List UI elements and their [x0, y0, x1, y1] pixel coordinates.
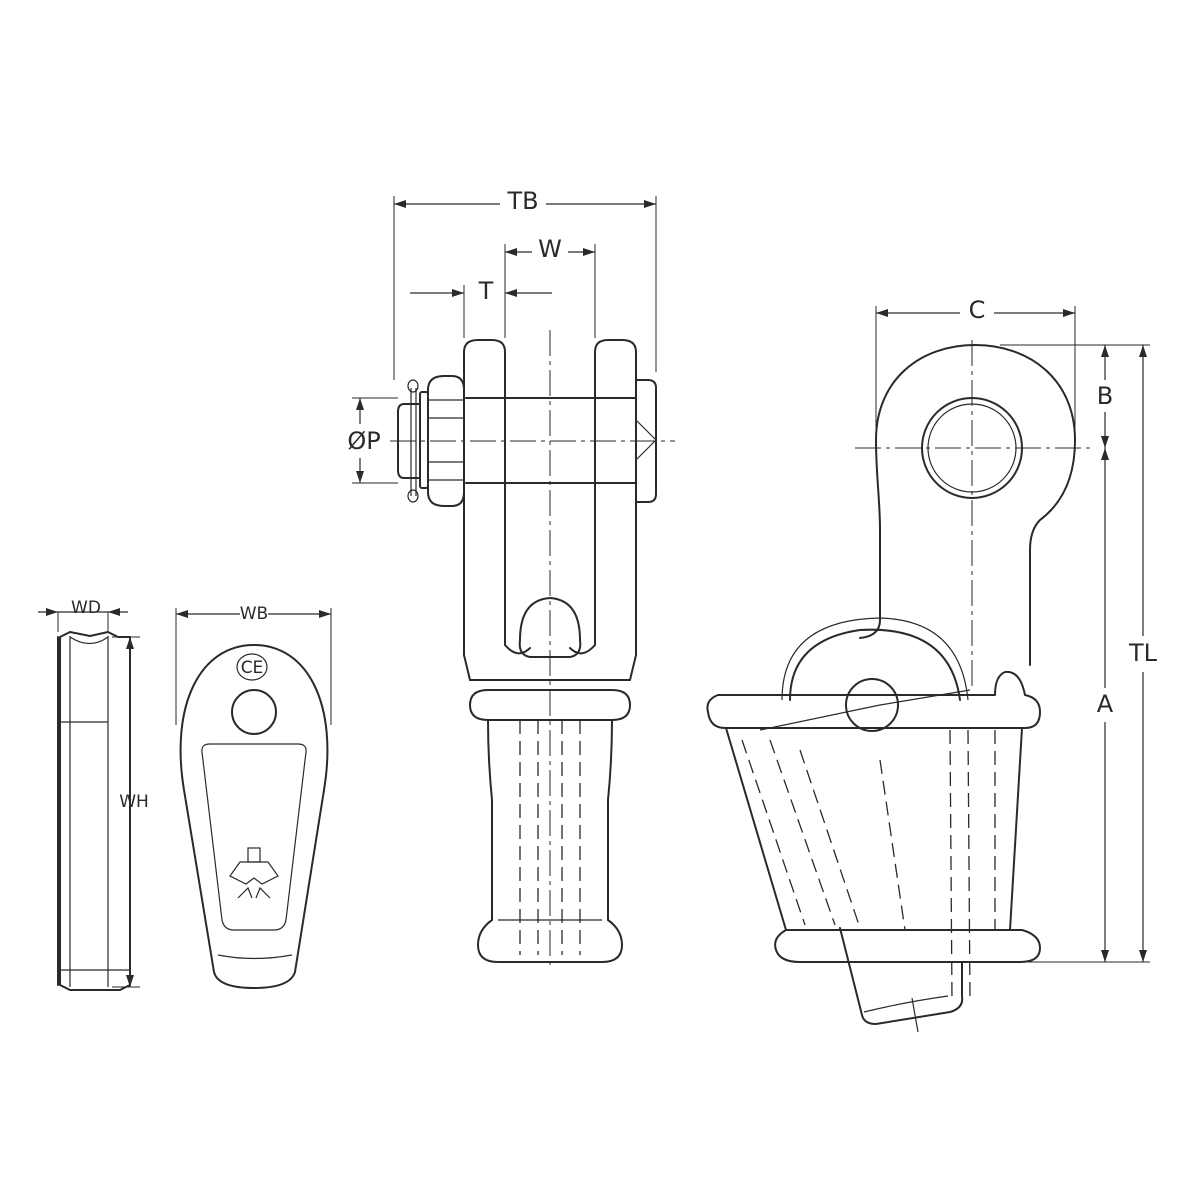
wedge-hole — [231, 689, 277, 735]
label-b: B — [1097, 382, 1113, 410]
label-a: A — [1097, 690, 1114, 718]
dimension-w: W — [504, 235, 596, 338]
label-p: ØP — [347, 427, 380, 455]
ce-mark: CE — [241, 658, 264, 678]
label-wb: WB — [240, 604, 268, 624]
label-c: C — [969, 296, 986, 324]
dimension-wb: WB — [175, 604, 332, 725]
dimension-b: B — [1000, 344, 1150, 448]
socket-side-view — [706, 340, 1090, 1033]
dimension-p: ØP — [347, 397, 398, 484]
dimension-a: A — [1020, 448, 1150, 963]
dimension-wh: WH — [112, 636, 149, 988]
dimension-t: T — [410, 277, 552, 338]
dimension-wd: WD — [38, 598, 128, 632]
socket-front-view — [390, 330, 675, 970]
label-t: T — [478, 277, 494, 305]
label-wh: WH — [119, 792, 149, 812]
label-wd: WD — [71, 598, 101, 618]
label-tb: TB — [506, 187, 538, 215]
dimension-tb: TB — [393, 187, 657, 380]
logo-icon — [229, 847, 279, 899]
dimension-c: C — [875, 296, 1076, 430]
wedge-front-view: CE — [179, 644, 329, 989]
label-w: W — [538, 235, 562, 263]
ce-mark-outline — [236, 653, 268, 681]
label-tl: TL — [1128, 639, 1158, 667]
pivot-boss — [845, 678, 899, 732]
dimension-tl: TL — [1128, 345, 1158, 962]
